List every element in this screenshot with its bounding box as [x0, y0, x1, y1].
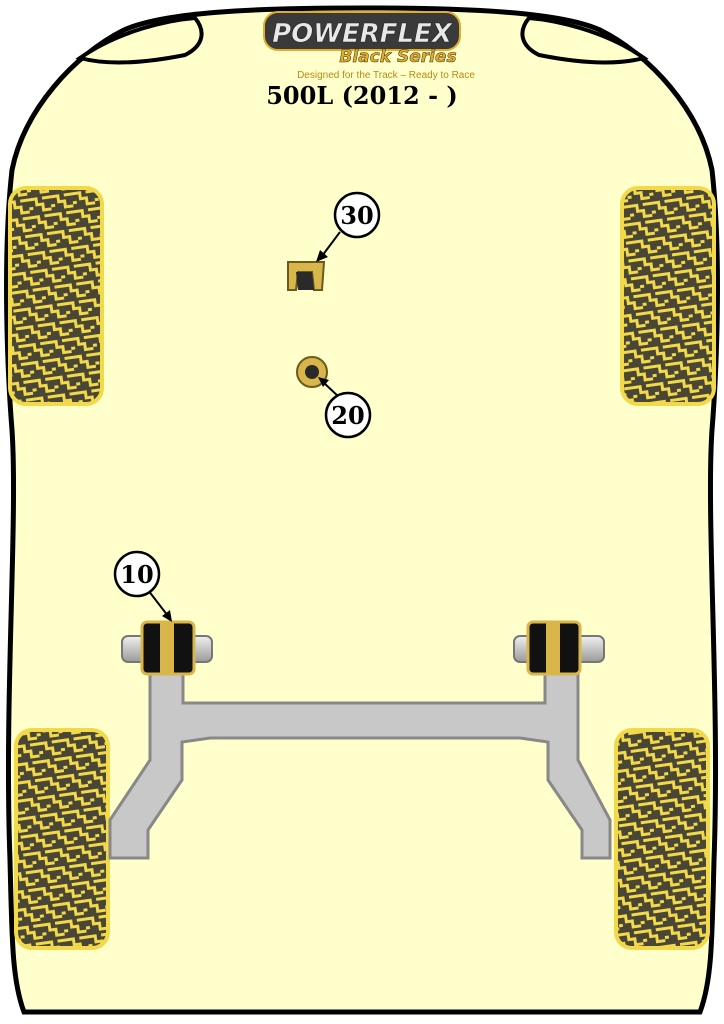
brand-series: Black Series — [339, 47, 456, 67]
callout-10-circle — [113, 550, 161, 598]
brand-name: POWERFLEX — [272, 19, 454, 49]
callout-10-leader — [147, 589, 169, 617]
callout-20-label: 20 — [331, 401, 364, 430]
left-bush-assembly — [121, 620, 213, 676]
front-left-tyre — [8, 186, 104, 406]
model-title: 500L (2012 - ) — [266, 81, 458, 110]
callout-30-label: 30 — [340, 201, 373, 230]
brand-tagline: Designed for the Track – Ready to Race — [297, 70, 475, 81]
gearbox-mount-part — [287, 261, 326, 291]
callout-20-circle — [324, 391, 372, 439]
callout-10-label: 10 — [120, 560, 153, 589]
rear-left-tyre — [14, 728, 110, 950]
callout-20-arrowhead — [318, 377, 329, 387]
right-bush-assembly — [513, 620, 605, 676]
callout-30-arrowhead — [316, 250, 328, 262]
car-body-outline — [4, 5, 720, 1015]
front-right-tyre — [620, 186, 716, 406]
left-windscreen-tab — [75, 15, 204, 65]
right-windscreen-tab — [520, 15, 649, 65]
callout-30-circle — [333, 191, 381, 239]
powerflex-logo: POWERFLEX Black Series Designed for the … — [263, 11, 475, 81]
anti-roll-bar — [108, 670, 612, 860]
rear-right-tyre — [614, 728, 710, 950]
callout-10-arrowhead — [162, 610, 172, 622]
callout-30-leader — [321, 231, 341, 257]
